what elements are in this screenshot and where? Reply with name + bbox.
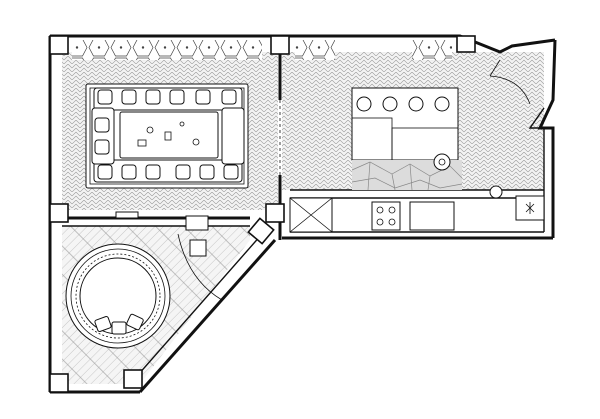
round-room-door [115, 211, 223, 301]
pillars [49, 35, 476, 393]
stool-icon [356, 96, 450, 112]
pillar-bottom-left [49, 373, 69, 393]
pillar-top-left [49, 35, 69, 55]
hex-tile-strip [72, 40, 452, 60]
pillar-top-right [456, 35, 476, 53]
round-bed-icon [79, 257, 157, 335]
pillar-mid-center [265, 203, 285, 223]
stove-icon [376, 206, 396, 226]
door-swing-icon [489, 59, 531, 105]
counter-units [289, 195, 545, 233]
pillar-mid-left [49, 203, 69, 223]
plant-icon [489, 185, 535, 214]
coffee-table-icon [119, 111, 219, 159]
sink-icon [433, 153, 451, 171]
pillar-top-mid [270, 35, 290, 55]
pillar-bottom-mid [123, 369, 143, 389]
armchair-icon [94, 89, 239, 180]
pillar-diag [247, 217, 275, 245]
